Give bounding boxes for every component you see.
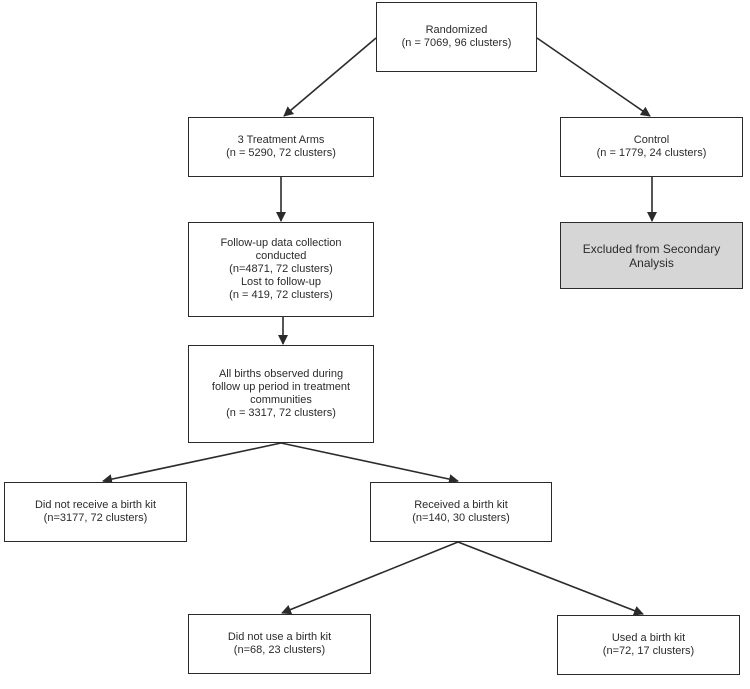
excluded-line2: Analysis xyxy=(629,255,674,270)
lost-to-followup-label: Lost to follow-up xyxy=(240,276,322,288)
received-kit-title: Received a birth kit xyxy=(414,499,508,511)
control-box: Control (n = 1779, 24 clusters) xyxy=(560,117,743,177)
arrow-randomized-to-control xyxy=(536,37,651,117)
no-kit-box: Did not receive a birth kit (n=3177, 72 … xyxy=(4,482,187,542)
randomized-box: Randomized (n = 7069, 96 clusters) xyxy=(376,2,537,72)
births-line3: communities xyxy=(250,394,312,406)
births-observed-box: All births observed during follow up per… xyxy=(188,345,374,443)
births-count: (n = 3317, 72 clusters) xyxy=(226,407,336,419)
received-kit-box: Received a birth kit (n=140, 30 clusters… xyxy=(370,482,552,542)
excluded-box: Excluded from Secondary Analysis xyxy=(560,222,743,289)
arrow-received-to-used xyxy=(457,541,644,616)
received-kit-count: (n=140, 30 clusters) xyxy=(412,512,510,524)
excluded-line1: Excluded from Secondary xyxy=(582,241,721,256)
arrow-births-to-no-kit xyxy=(102,442,282,485)
no-kit-count: (n=3177, 72 clusters) xyxy=(43,512,148,524)
arrow-received-to-did-not-use xyxy=(281,541,459,615)
treatment-arms-count: (n = 5290, 72 clusters) xyxy=(226,147,336,159)
births-line1: All births observed during xyxy=(218,368,344,380)
control-title: Control xyxy=(633,134,670,146)
births-line2: follow up period in treatment xyxy=(211,381,351,393)
did-not-use-kit-box: Did not use a birth kit (n=68, 23 cluste… xyxy=(188,614,371,674)
treatment-arms-title: 3 Treatment Arms xyxy=(237,134,325,146)
used-kit-title: Used a birth kit xyxy=(611,632,686,644)
arrow-randomized-to-treatment xyxy=(283,37,377,117)
randomized-count: (n = 7069, 96 clusters) xyxy=(401,37,512,49)
did-not-use-count: (n=68, 23 clusters) xyxy=(233,644,326,656)
followup-box: Follow-up data collection conducted (n=4… xyxy=(188,222,374,317)
did-not-use-title: Did not use a birth kit xyxy=(227,631,332,643)
treatment-arms-box: 3 Treatment Arms (n = 5290, 72 clusters) xyxy=(188,117,374,177)
followup-count: (n=4871, 72 clusters) xyxy=(229,263,333,275)
followup-line2: conducted xyxy=(255,250,307,262)
no-kit-title: Did not receive a birth kit xyxy=(34,499,157,511)
randomized-title: Randomized xyxy=(425,24,488,36)
lost-to-followup-count: (n = 419, 72 clusters) xyxy=(229,289,333,301)
used-kit-count: (n=72, 17 clusters) xyxy=(602,645,695,657)
arrow-births-to-received-kit xyxy=(280,442,459,484)
control-count: (n = 1779, 24 clusters) xyxy=(596,147,707,159)
used-kit-box: Used a birth kit (n=72, 17 clusters) xyxy=(557,615,740,675)
followup-line1: Follow-up data collection xyxy=(220,237,342,249)
